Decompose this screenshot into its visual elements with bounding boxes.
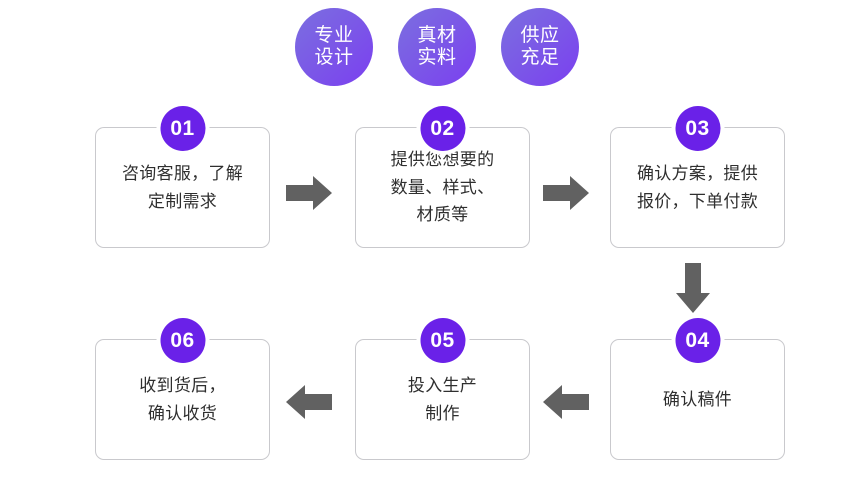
step-01-line1: 咨询客服，了解 bbox=[121, 163, 244, 183]
step-06-line2: 确认收货 bbox=[147, 403, 218, 423]
step-badge-02: 02 bbox=[420, 106, 465, 151]
step-06-line1: 收到货后， bbox=[139, 375, 226, 395]
step-box-02: 02 提供您想要的 数量、样式、 材质等 bbox=[355, 106, 530, 248]
step-02-line3: 材质等 bbox=[416, 205, 469, 225]
step-text-05: 投入生产 制作 bbox=[408, 372, 477, 427]
step-badge-04: 04 bbox=[675, 318, 720, 363]
step-02-line2: 数量、样式、 bbox=[390, 177, 495, 197]
step-05-line2: 制作 bbox=[425, 403, 460, 423]
feature-circle-design-line1: 专业 bbox=[314, 25, 354, 47]
feature-circle-material: 真材 实料 bbox=[398, 8, 476, 86]
step-badge-01: 01 bbox=[160, 106, 205, 151]
step-badge-03: 03 bbox=[675, 106, 720, 151]
step-box-01: 01 咨询客服，了解 定制需求 bbox=[95, 106, 270, 248]
step-text-01: 咨询客服，了解 定制需求 bbox=[122, 160, 243, 215]
step-05-line1: 投入生产 bbox=[407, 375, 478, 395]
step-text-04: 确认稿件 bbox=[663, 386, 732, 414]
step-text-06: 收到货后， 确认收货 bbox=[139, 372, 226, 427]
step-box-03: 03 确认方案，提供 报价，下单付款 bbox=[610, 106, 785, 248]
step-box-05: 05 投入生产 制作 bbox=[355, 318, 530, 460]
step-text-02: 提供您想要的 数量、样式、 材质等 bbox=[391, 146, 495, 229]
feature-circle-supply: 供应 充足 bbox=[501, 8, 579, 86]
step-01-line2: 定制需求 bbox=[147, 191, 218, 211]
feature-circle-design-line2: 设计 bbox=[314, 47, 354, 68]
step-04-line1: 确认稿件 bbox=[662, 389, 733, 409]
feature-circle-row: 专业 设计 真材 实料 供应 充足 bbox=[0, 8, 857, 94]
step-text-03: 确认方案，提供 报价，下单付款 bbox=[637, 160, 758, 215]
feature-circle-supply-line1: 供应 bbox=[520, 25, 560, 47]
step-03-line2: 报价，下单付款 bbox=[636, 191, 759, 211]
step-box-04: 04 确认稿件 bbox=[610, 318, 785, 460]
step-box-06: 06 收到货后， 确认收货 bbox=[95, 318, 270, 460]
step-03-line1: 确认方案，提供 bbox=[636, 163, 759, 183]
step-badge-05: 05 bbox=[420, 318, 465, 363]
step-badge-06: 06 bbox=[160, 318, 205, 363]
feature-circle-supply-line2: 充足 bbox=[520, 47, 560, 68]
feature-circle-design: 专业 设计 bbox=[295, 8, 373, 86]
feature-circle-material-line2: 实料 bbox=[417, 47, 457, 68]
step-02-line1: 提供您想要的 bbox=[390, 150, 495, 170]
feature-circle-material-line1: 真材 bbox=[417, 25, 457, 47]
